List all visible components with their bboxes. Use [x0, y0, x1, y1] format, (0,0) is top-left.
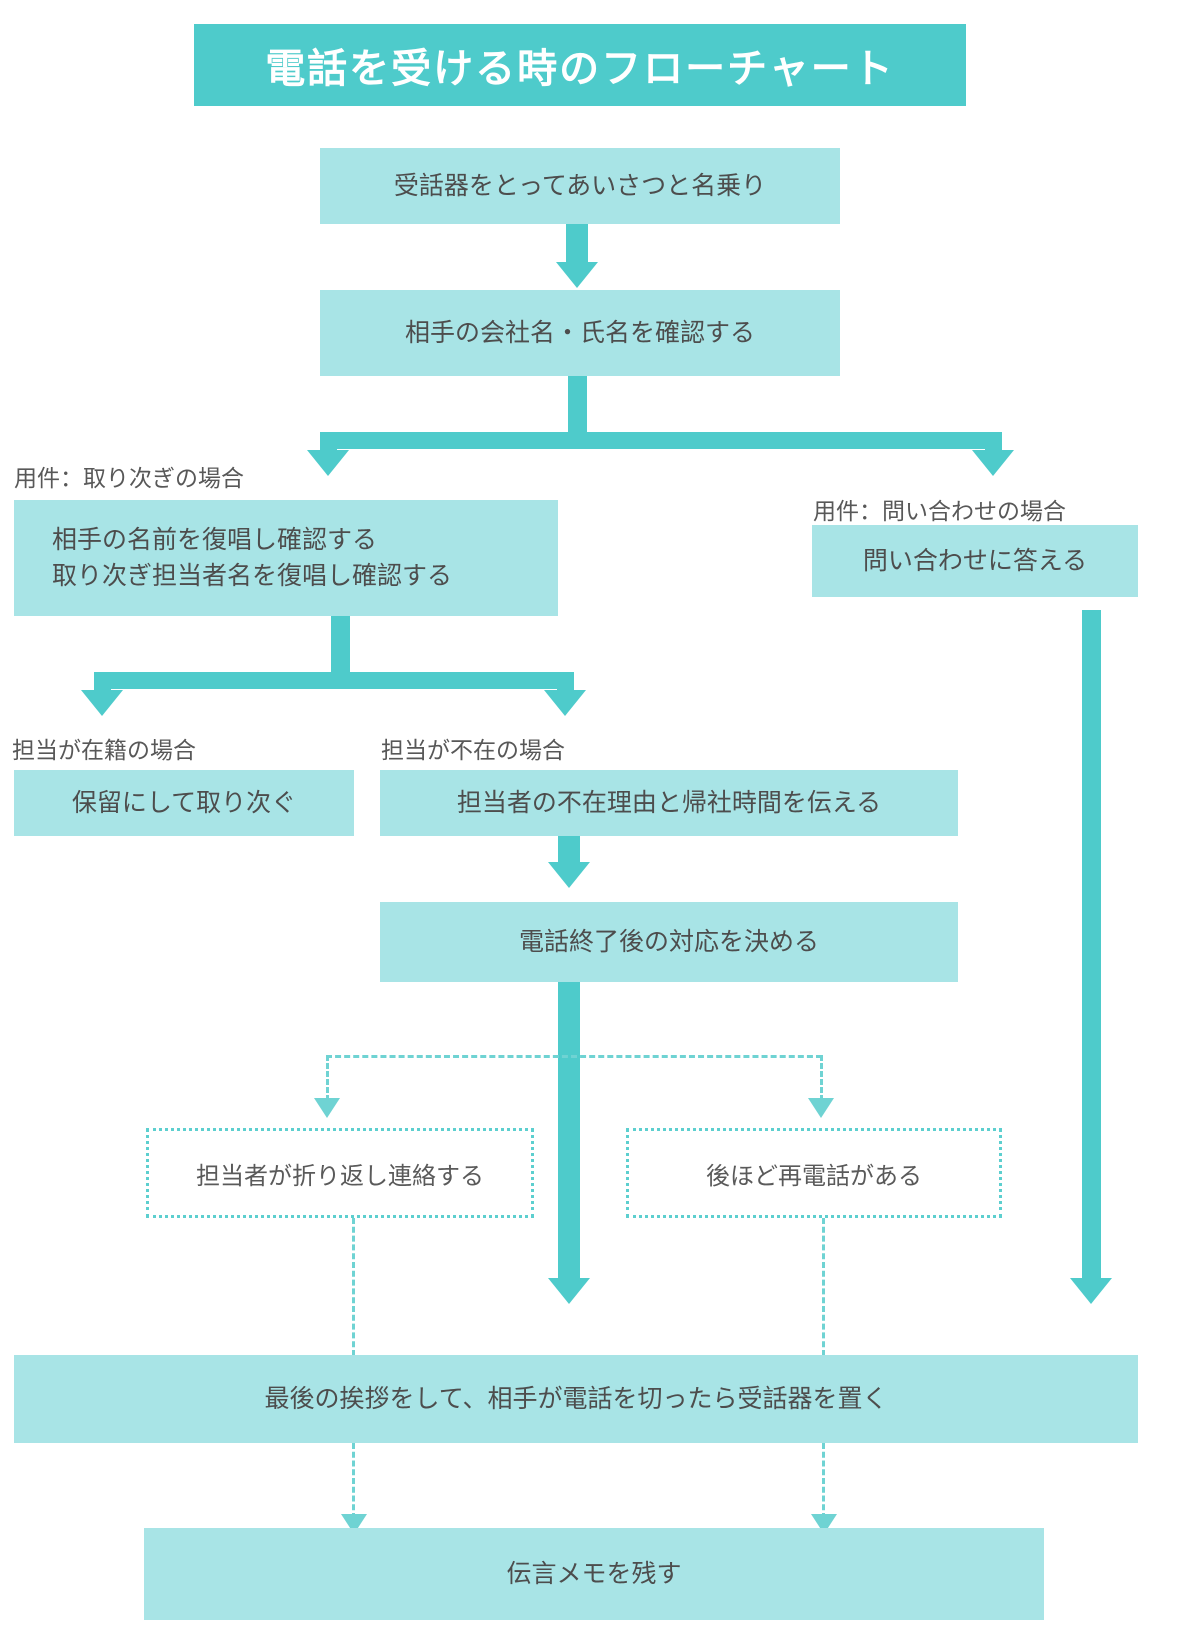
node-n2: 相手の会社名・氏名を確認する — [320, 290, 840, 376]
dashed-split-bar — [326, 1055, 822, 1058]
dashed-right-stem — [820, 1055, 823, 1101]
dashed-n8-to-n11-lower — [352, 1443, 355, 1519]
split1-left-arrow — [307, 450, 349, 476]
split1-right-stem — [985, 432, 1002, 454]
split1-bar — [320, 432, 1002, 449]
node-n1: 受話器をとってあいさつと名乗り — [320, 148, 840, 224]
node-n1-label: 受話器をとってあいさつと名乗り — [393, 171, 767, 200]
node-n2-label: 相手の会社名・氏名を確認する — [404, 318, 755, 347]
node-n8: 担当者が折り返し連絡する — [146, 1128, 534, 1218]
dashed-n9-to-n11-upper — [822, 1218, 825, 1356]
node-n3-line1: 相手の名前を復唱し確認する — [52, 525, 378, 554]
node-n5: 保留にして取り次ぐ — [14, 770, 354, 836]
connector-n1-n2-line — [566, 224, 588, 264]
dashed-n9-to-n11-lower — [822, 1443, 825, 1519]
caption-toiawase: 用件：問い合わせの場合 — [813, 498, 1066, 524]
node-n9: 後ほど再電話がある — [626, 1128, 1002, 1218]
caption-toritsugi: 用件：取り次ぎの場合 — [14, 465, 244, 491]
split2-trunk — [331, 616, 350, 672]
node-n9-label: 後ほど再電話がある — [706, 1162, 922, 1190]
node-n3-line2: 取り次ぎ担当者名を復唱し確認する — [52, 562, 453, 590]
node-n7: 電話終了後の対応を決める — [380, 902, 958, 982]
dashed-n8-to-n11-upper — [352, 1218, 355, 1356]
split1-right-arrow — [972, 450, 1014, 476]
node-n7-label: 電話終了後の対応を決める — [518, 927, 819, 956]
connector-n6-n7-line — [558, 836, 580, 864]
dashed-left-arrow — [314, 1098, 340, 1118]
connector-n6-n7-arrow — [548, 862, 590, 888]
node-n11: 伝言メモを残す — [144, 1528, 1044, 1620]
split2-bar — [94, 672, 574, 689]
split2-right-stem — [557, 672, 574, 694]
split1-trunk — [568, 376, 587, 432]
connector-n4-n10-arrow — [1070, 1278, 1112, 1304]
split2-left-stem — [94, 672, 111, 694]
connector-n1-n2-arrow — [556, 262, 598, 288]
node-n10-label: 最後の挨拶をして、相手が電話を切ったら受話器を置く — [264, 1384, 888, 1413]
connector-n7-n10-line — [558, 982, 580, 1282]
caption-fuzai: 担当が不在の場合 — [381, 737, 565, 763]
connector-n7-n10-arrow — [548, 1278, 590, 1304]
node-n5-label: 保留にして取り次ぐ — [71, 788, 297, 817]
node-n6: 担当者の不在理由と帰社時間を伝える — [380, 770, 958, 836]
connector-n4-n10-line — [1082, 610, 1101, 1282]
caption-zaiseki: 担当が在籍の場合 — [12, 737, 196, 763]
node-n4: 問い合わせに答える — [812, 525, 1138, 597]
node-n8-label: 担当者が折り返し連絡する — [196, 1162, 484, 1190]
node-n3: 相手の名前を復唱し確認する 取り次ぎ担当者名を復唱し確認する — [14, 500, 558, 616]
page-title: 電話を受ける時のフローチャート — [194, 24, 966, 106]
node-n10: 最後の挨拶をして、相手が電話を切ったら受話器を置く — [14, 1355, 1138, 1443]
node-n11-label: 伝言メモを残す — [506, 1559, 682, 1588]
dashed-left-stem — [326, 1055, 329, 1101]
split2-right-arrow — [544, 690, 586, 716]
node-n4-label: 問い合わせに答える — [862, 546, 1088, 575]
split2-left-arrow — [81, 690, 123, 716]
node-n6-label: 担当者の不在理由と帰社時間を伝える — [456, 788, 882, 817]
dashed-right-arrow — [808, 1098, 834, 1118]
split1-left-stem — [320, 432, 337, 454]
